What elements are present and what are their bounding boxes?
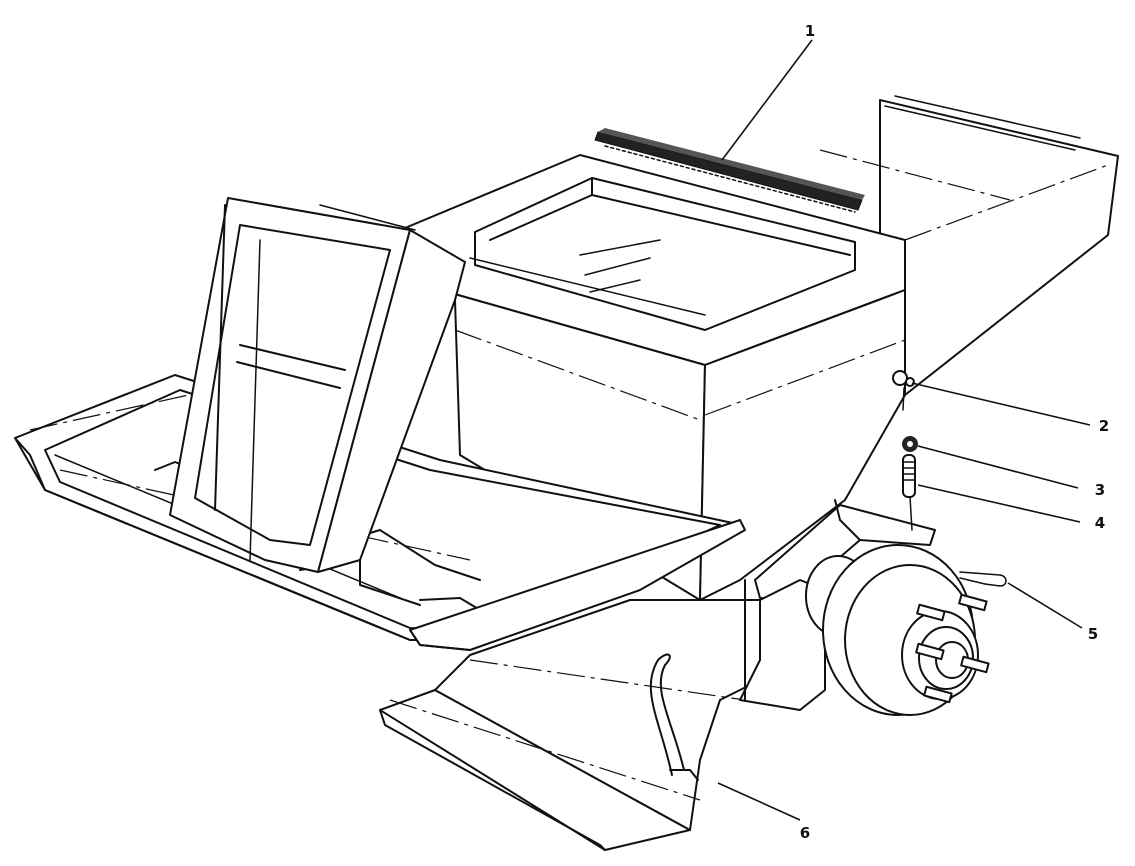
nut-part (902, 436, 918, 452)
leader-lines (717, 39, 1091, 821)
chute-plate (409, 519, 746, 651)
hairpin-part (959, 571, 1007, 587)
seal-strip (594, 128, 865, 213)
callout-6: 6 (800, 824, 810, 842)
clip-part (892, 370, 915, 411)
ladder-frame (169, 197, 466, 573)
spring-part (902, 454, 916, 531)
deflector-plate (379, 599, 761, 851)
callout-5: 5 (1088, 625, 1098, 643)
callout-4: 4 (1095, 514, 1105, 532)
callouts: 1 2 3 4 5 6 (800, 22, 1109, 842)
callout-3: 3 (1095, 481, 1105, 499)
callout-1: 1 (805, 22, 815, 40)
callout-2: 2 (1099, 417, 1109, 435)
wheel-studs (915, 593, 990, 704)
hardware (892, 370, 1007, 587)
wheel-hub (805, 544, 990, 716)
